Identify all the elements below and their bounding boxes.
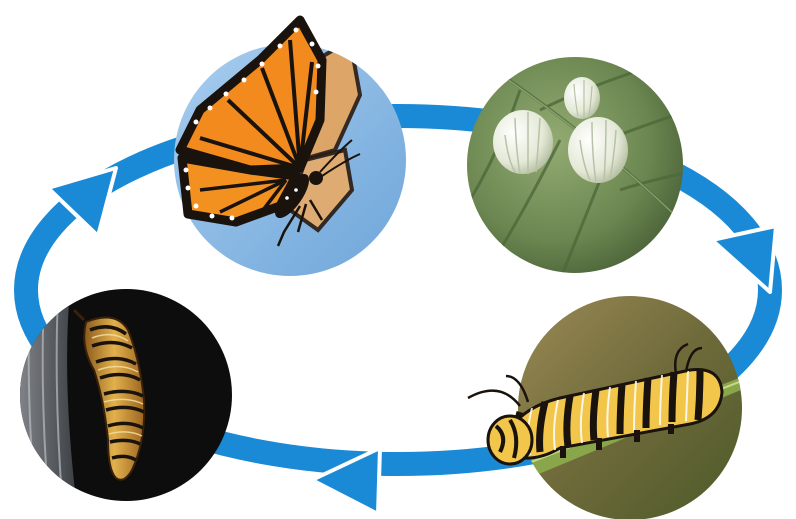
stage-eggs <box>467 57 700 280</box>
arrow-right <box>712 226 776 292</box>
egg <box>568 117 628 183</box>
stage-chrysalis <box>20 289 232 501</box>
stage-adult-butterfly <box>174 20 406 276</box>
egg <box>493 110 553 174</box>
egg <box>564 77 600 119</box>
stage-caterpillar <box>468 296 760 519</box>
